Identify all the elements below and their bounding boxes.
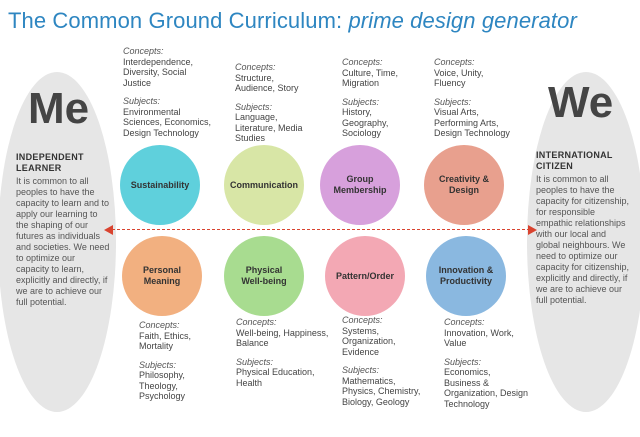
me-label: Me [28, 84, 90, 133]
subjects-label: Subjects: [236, 356, 274, 367]
arrow-left-head [104, 225, 113, 235]
physical-wellbeing-info: Concepts: Well-being, Happiness, Balance… [236, 317, 340, 388]
independent-learner-text: It is common to all peoples to have the … [16, 176, 110, 307]
concepts-label: Concepts: [139, 320, 180, 330]
me-oval [0, 72, 116, 412]
group-membership-circle: Group Membership [320, 145, 400, 225]
concepts-label: Concepts: [123, 46, 164, 56]
subjects-label: Subjects: [235, 101, 273, 112]
personal-meaning-circle: Personal Meaning [122, 236, 202, 316]
communication-info: Concepts: Structure, Audience, Story Sub… [235, 62, 335, 144]
creativity-design-info: Concepts: Voice, Unity, Fluency Subjects… [434, 57, 530, 139]
subjects-label: Subjects: [444, 356, 482, 367]
concepts-label: Concepts: [444, 317, 485, 327]
concepts-text: Innovation, Work, Value [444, 327, 514, 349]
group-membership-label: Group Membership [333, 174, 387, 195]
concepts-text: Faith, Ethics, Mortality [139, 330, 192, 352]
subjects-label: Subjects: [123, 96, 161, 106]
concepts-text: Voice, Unity, Fluency [434, 67, 484, 89]
subjects-text: Physical Education, Health [236, 367, 315, 388]
physical-wellbeing-label: Physical Well-being [241, 265, 287, 286]
concepts-label: Concepts: [236, 317, 277, 327]
concepts-label: Concepts: [342, 315, 383, 325]
subjects-text: Mathematics, Physics, Chemistry, Biology… [342, 375, 421, 407]
innovation-productivity-info: Concepts: Innovation, Work, Value Subjec… [444, 317, 538, 409]
diagram-title: The Common Ground Curriculum: prime desi… [8, 8, 577, 34]
subjects-label: Subjects: [434, 96, 472, 107]
concepts-label: Concepts: [342, 57, 383, 67]
subjects-label: Subjects: [139, 359, 177, 370]
sustainability-circle: Sustainability [120, 145, 200, 225]
personal-meaning-label: Personal Meaning [142, 265, 182, 286]
independent-learner-heading: INDEPENDENT LEARNER [16, 152, 84, 173]
sustainability-info: Concepts: Interdependence, Diversity, So… [123, 46, 223, 138]
we-label: We [548, 78, 614, 127]
pattern-order-label: Pattern/Order [335, 270, 395, 281]
group-membership-info: Concepts: Culture, Time, Migration Subje… [342, 57, 442, 139]
concepts-text: Interdependence, Diversity, Social Justi… [123, 56, 194, 88]
arrow-right-head [528, 225, 537, 235]
subjects-text: History, Geography, Sociology [342, 107, 389, 138]
international-citizen-text: It is common to all peoples to have the … [536, 174, 630, 305]
pattern-order-info: Concepts: Systems, Organization, Evidenc… [342, 315, 437, 407]
concepts-text: Well-being, Happiness, Balance [236, 327, 329, 349]
subjects-text: Language, Literature, Media Studies [235, 112, 303, 143]
physical-wellbeing-circle: Physical Well-being [224, 236, 304, 316]
subjects-text: Economics, Business & Organization, Desi… [444, 367, 529, 409]
personal-meaning-info: Concepts: Faith, Ethics, Mortality Subje… [139, 320, 229, 402]
subjects-label: Subjects: [342, 365, 380, 375]
concepts-text: Structure, Audience, Story [235, 72, 299, 94]
we-oval [527, 72, 640, 412]
subjects-label: Subjects: [342, 96, 380, 107]
me-we-arrow [112, 229, 530, 230]
concepts-label: Concepts: [434, 57, 475, 67]
communication-circle: Communication [224, 145, 304, 225]
international-citizen-heading: INTERNATIONAL CITIZEN [536, 150, 613, 171]
concepts-text: Culture, Time, Migration [342, 67, 399, 89]
concepts-label: Concepts: [235, 62, 276, 72]
communication-label: Communication [229, 179, 298, 190]
innovation-productivity-circle: Innovation & Productivity [426, 236, 506, 316]
pattern-order-circle: Pattern/Order [325, 236, 405, 316]
subjects-text: Philosophy, Theology, Psychology [139, 370, 186, 401]
subjects-text: Environmental Sciences, Economics, Desig… [123, 106, 212, 138]
concepts-text: Systems, Organization, Evidence [342, 325, 396, 357]
sustainability-label: Sustainability [130, 179, 190, 190]
subjects-text: Visual Arts, Performing Arts, Design Tec… [434, 107, 510, 138]
title-sub: prime design generator [348, 8, 577, 33]
creativity-design-label: Creativity & Design [438, 174, 490, 195]
innovation-productivity-label: Innovation & Productivity [438, 265, 494, 286]
title-main: The Common Ground Curriculum: [8, 8, 349, 33]
creativity-design-circle: Creativity & Design [424, 145, 504, 225]
